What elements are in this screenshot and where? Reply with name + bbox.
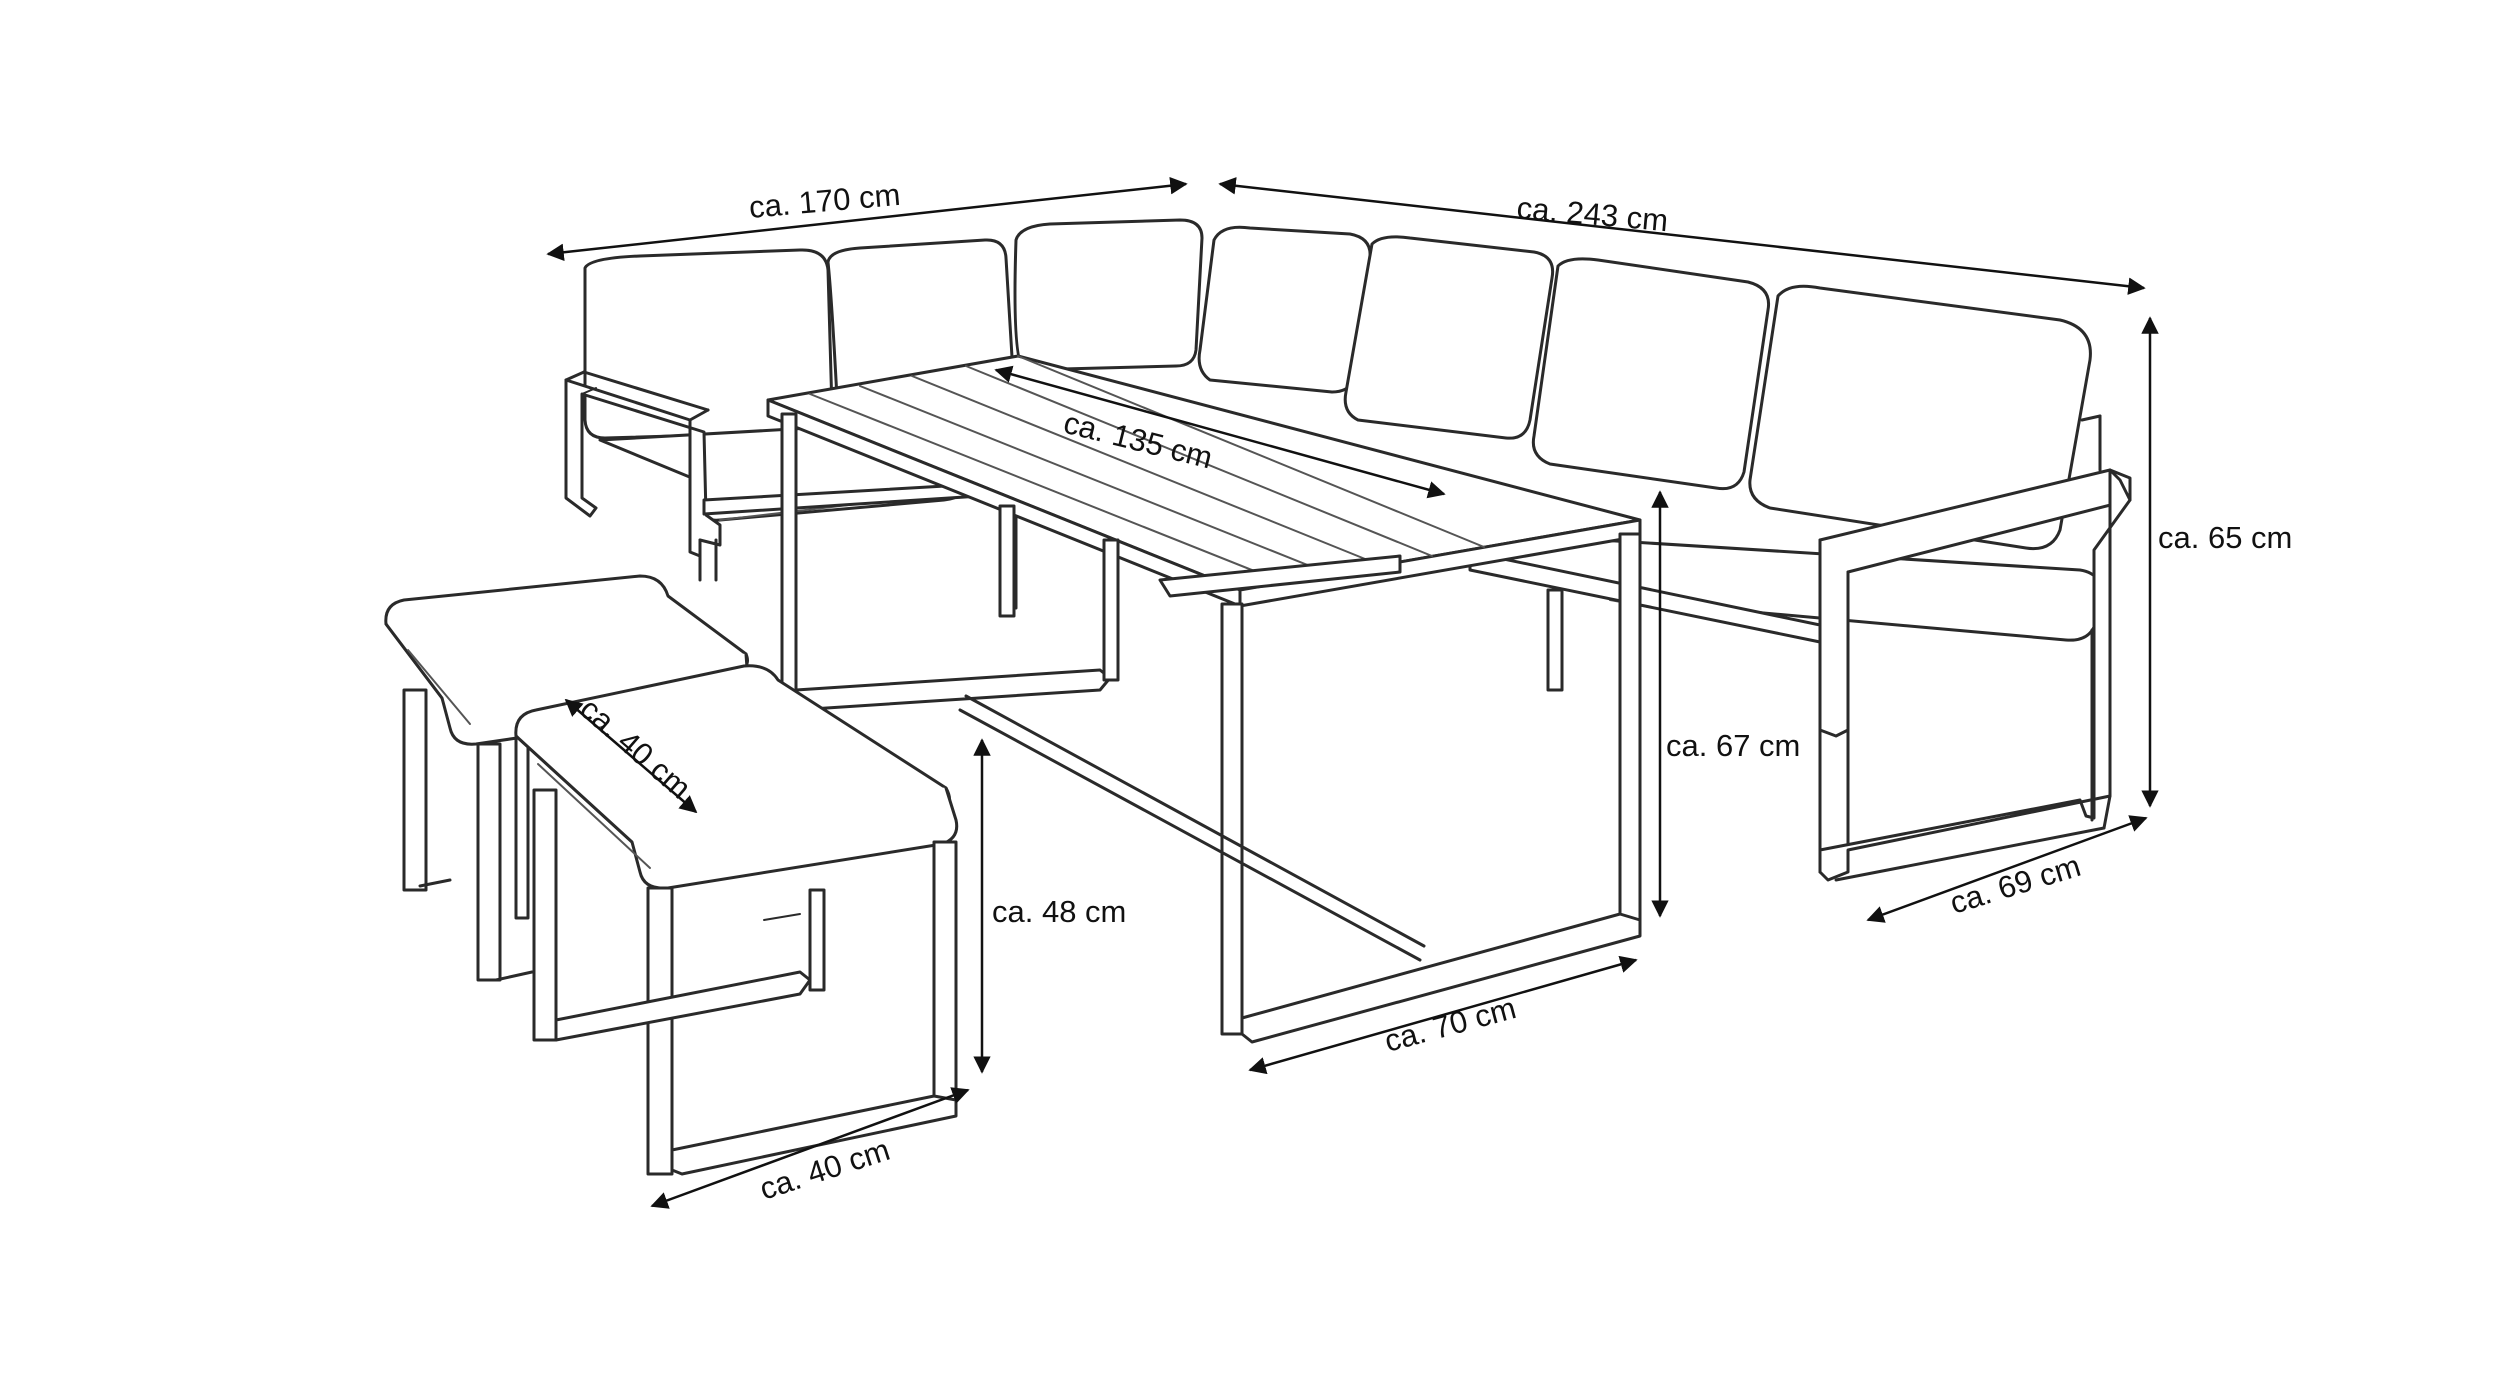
label-stool-height: ca. 48 cm xyxy=(992,894,1126,929)
dimension-lines xyxy=(546,177,2159,1209)
sofa-back-cushion-4 xyxy=(1197,225,1372,394)
sofa-back-cushion-3 xyxy=(1013,218,1204,372)
sofa-back-cushion-6 xyxy=(1531,257,1771,491)
label-table-height: ca. 67 cm xyxy=(1666,728,1800,763)
dim-arrow-243 xyxy=(1218,177,2146,295)
label-sofa-right-width: ca. 243 cm xyxy=(1515,190,1669,238)
dim-arrow-170 xyxy=(546,177,1188,261)
label-sofa-height: ca. 65 cm xyxy=(2158,520,2292,555)
dim-arrow-69 xyxy=(1866,815,2148,923)
stool-front xyxy=(514,664,959,1176)
sofa-back-cushion-5 xyxy=(1343,235,1555,440)
label-sofa-depth: ca. 69 cm xyxy=(1946,848,2085,921)
dim-arrow-70 xyxy=(1248,955,1638,1075)
dim-arrow-40-top xyxy=(564,698,698,814)
dim-arrow-135 xyxy=(994,365,1446,499)
dim-arrow-40-bottom xyxy=(650,1087,970,1209)
